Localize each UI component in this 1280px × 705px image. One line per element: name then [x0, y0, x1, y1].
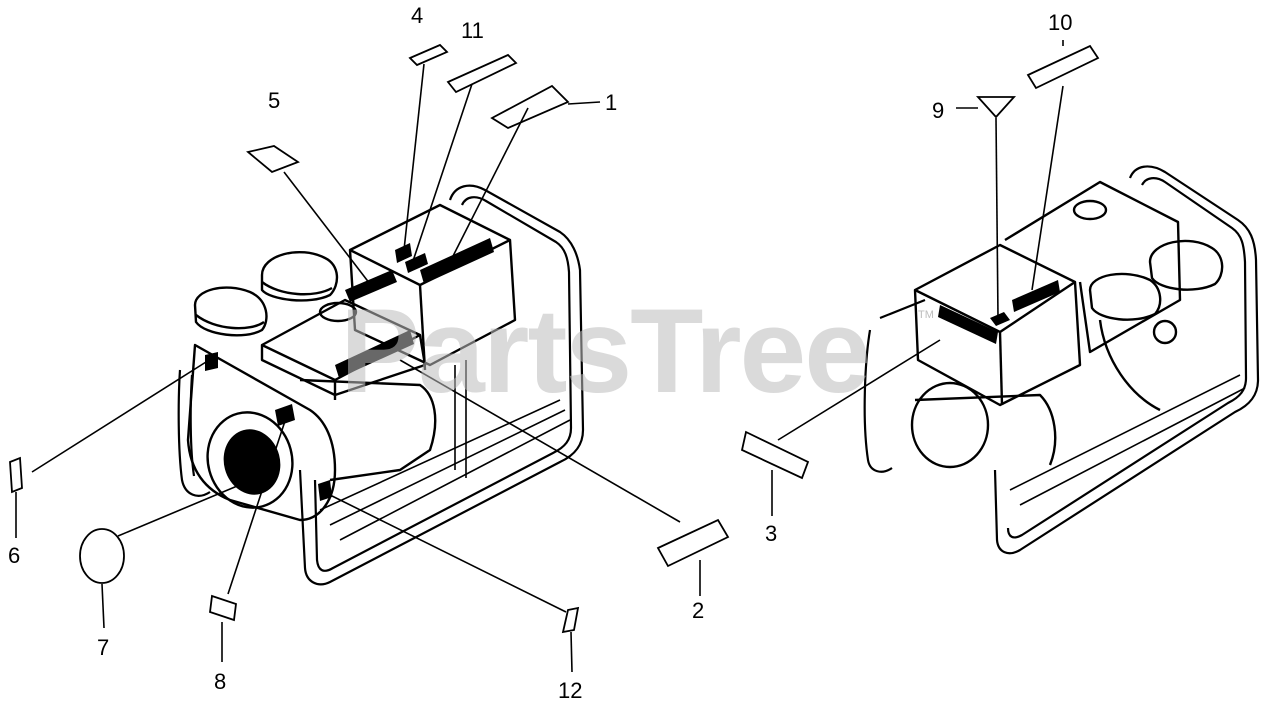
- callout-1: 1: [605, 90, 617, 115]
- right-pump-illustration: [863, 165, 1260, 555]
- callout-labels: 1 2 3 4 5 6 7 8 9 10 11 12: [8, 3, 1072, 703]
- decal-1: [490, 84, 570, 130]
- decal-7: [79, 528, 125, 584]
- callout-11: 11: [461, 18, 484, 43]
- decal-8: [209, 594, 237, 622]
- callout-9: 9: [932, 98, 944, 123]
- decal-4: [408, 43, 449, 67]
- decal-11: [446, 53, 518, 94]
- watermark-trademark: TM: [918, 309, 934, 321]
- callout-8: 8: [214, 669, 226, 694]
- decal-9: [975, 96, 1017, 119]
- callout-6: 6: [8, 543, 20, 568]
- callout-2: 2: [692, 598, 704, 623]
- decal-parts: [9, 43, 1100, 634]
- callout-3: 3: [765, 521, 777, 546]
- callout-5: 5: [268, 88, 280, 113]
- leader-lines: [15, 40, 1064, 673]
- callout-12: 12: [558, 678, 582, 703]
- callout-7: 7: [97, 635, 109, 660]
- decal-2: [656, 518, 730, 568]
- decal-5: [246, 145, 300, 174]
- decal-12: [561, 606, 580, 634]
- callout-4: 4: [411, 3, 423, 28]
- decal-6: [9, 456, 23, 494]
- callout-10: 10: [1048, 10, 1072, 35]
- watermark-text: PartsTree: [340, 284, 869, 418]
- decal-10: [1026, 44, 1100, 90]
- decal-3: [740, 430, 810, 480]
- left-pump-illustration: [177, 184, 585, 586]
